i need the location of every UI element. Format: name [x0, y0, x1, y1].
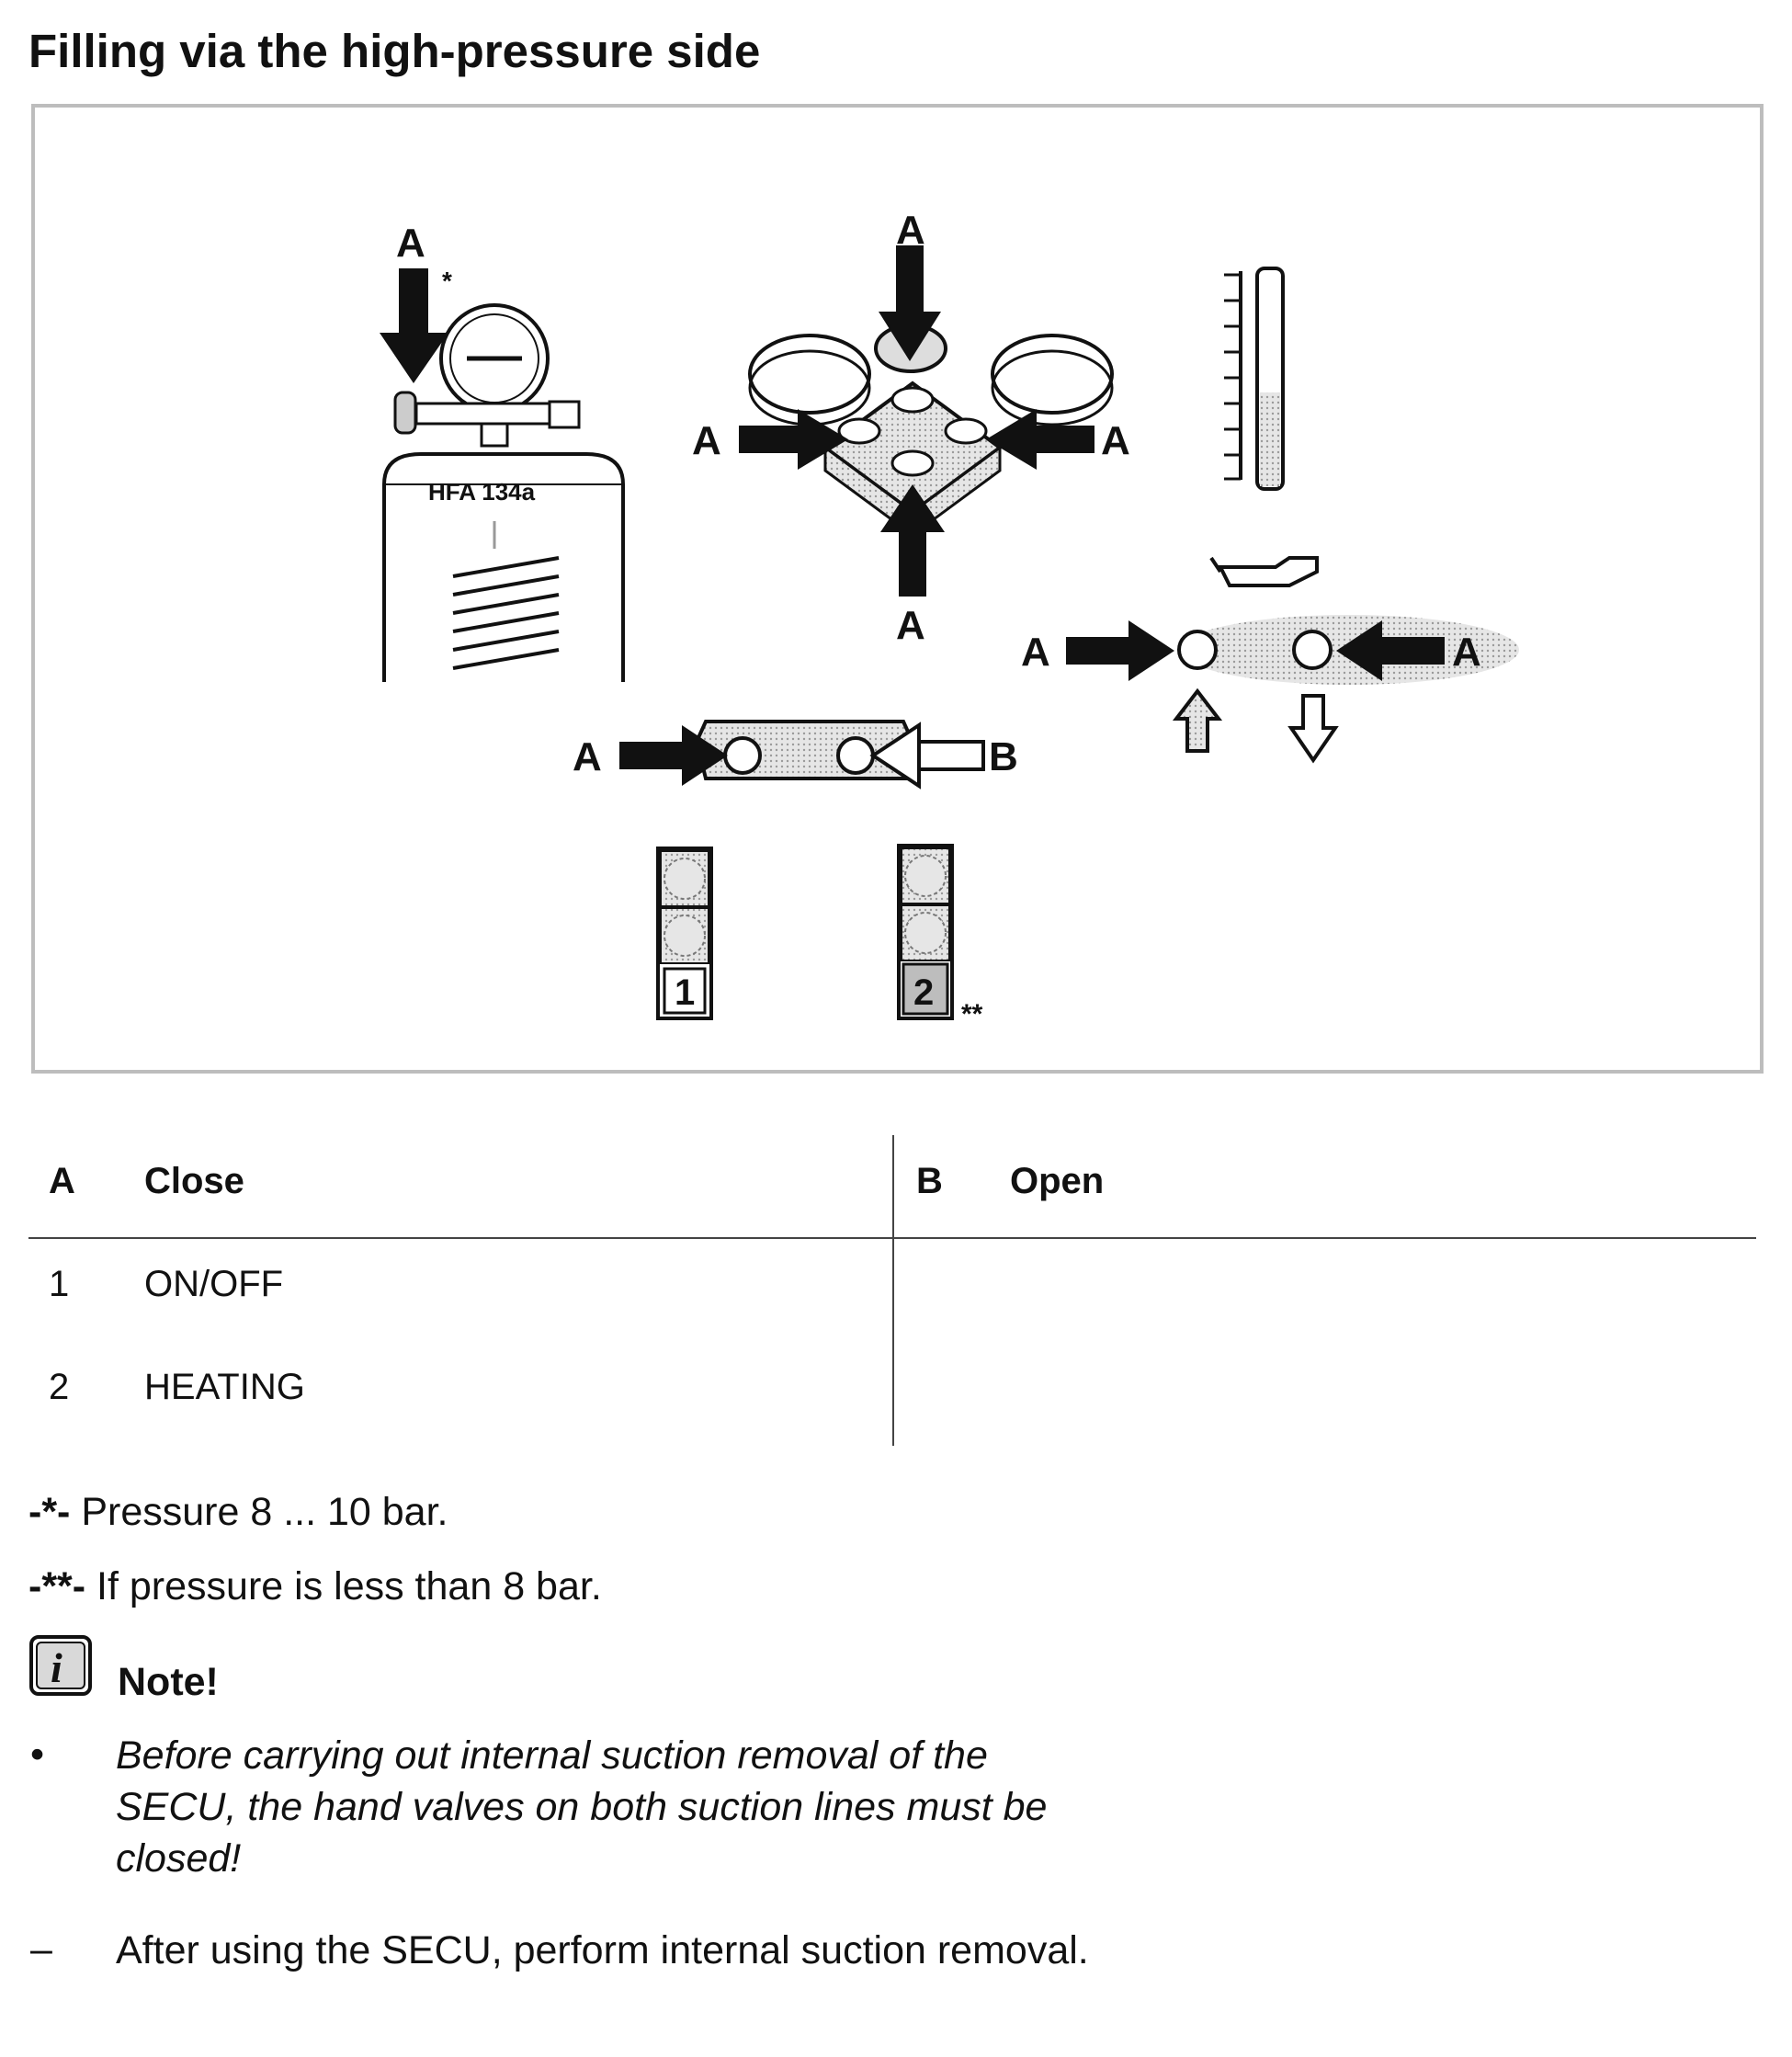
legend-label: HEATING: [144, 1367, 305, 1407]
figure-panel: HFA 134a A *: [31, 104, 1764, 1074]
svg-text:A: A: [896, 603, 925, 648]
note-item-text: Before carrying out internal suction rem…: [116, 1733, 1048, 1881]
footnote-text: Pressure 8 ... 10 bar.: [70, 1490, 448, 1534]
single-star-marker: *: [442, 267, 452, 295]
legend-key: A: [49, 1161, 75, 1201]
header-rule: [28, 1237, 1756, 1239]
arrow-close-bottle: A *: [380, 221, 452, 383]
footnote: -**- If pressure is less than 8 bar.: [28, 1564, 602, 1609]
switch-on-off: 1: [656, 847, 713, 1020]
pressure-gauge: [393, 303, 581, 448]
legend-key: 1: [49, 1264, 70, 1304]
footnote-text: If pressure is less than 8 bar.: [85, 1564, 602, 1608]
column-divider: [892, 1135, 894, 1446]
legend-table: A Close B Open 1 ON/OFF 2 HEATING: [28, 1135, 1756, 1446]
marker-a-label: A: [396, 221, 425, 266]
svg-text:A: A: [692, 418, 721, 463]
scale-indicator: [1224, 267, 1285, 491]
legend-key: B: [916, 1161, 943, 1201]
footnote: -*- Pressure 8 ... 10 bar.: [28, 1490, 448, 1535]
oil-valve-block: A A: [1021, 556, 1519, 764]
bullet-dot: •: [30, 1733, 45, 1777]
note-item-text: After using the SECU, perform internal s…: [116, 1928, 1089, 1972]
note-title: Note!: [118, 1660, 219, 1704]
switch-2-number: 2: [913, 972, 934, 1013]
svg-text:A: A: [1452, 630, 1481, 675]
legend-label: Close: [144, 1161, 244, 1201]
footnote-marker: -*-: [28, 1490, 71, 1534]
svg-text:A: A: [896, 208, 925, 253]
hp-valve-row: A B: [573, 720, 1018, 790]
bottle-label: HFA 134a: [428, 478, 536, 506]
svg-text:i: i: [51, 1644, 62, 1691]
switch-heating: 2 **: [897, 844, 983, 1029]
manifold-block: A A A A: [692, 208, 1130, 648]
footnote-marker: -**-: [28, 1564, 86, 1608]
refrigerant-bottle: HFA 134a: [382, 452, 625, 682]
svg-text:A: A: [573, 734, 602, 779]
legend-label: ON/OFF: [144, 1264, 284, 1304]
double-star-marker: **: [961, 999, 983, 1029]
marker-b-label: B: [989, 734, 1018, 779]
info-icon: i: [29, 1635, 92, 1696]
svg-text:A: A: [1101, 418, 1130, 463]
legend-key: 2: [49, 1367, 70, 1407]
page-title: Filling via the high-pressure side: [28, 25, 761, 77]
bullet-dash: –: [30, 1927, 52, 1972]
switch-1-number: 1: [675, 972, 695, 1013]
svg-text:A: A: [1021, 630, 1050, 675]
valve-diagram: HFA 134a A *: [380, 208, 1519, 1029]
legend-label: Open: [1010, 1161, 1105, 1201]
